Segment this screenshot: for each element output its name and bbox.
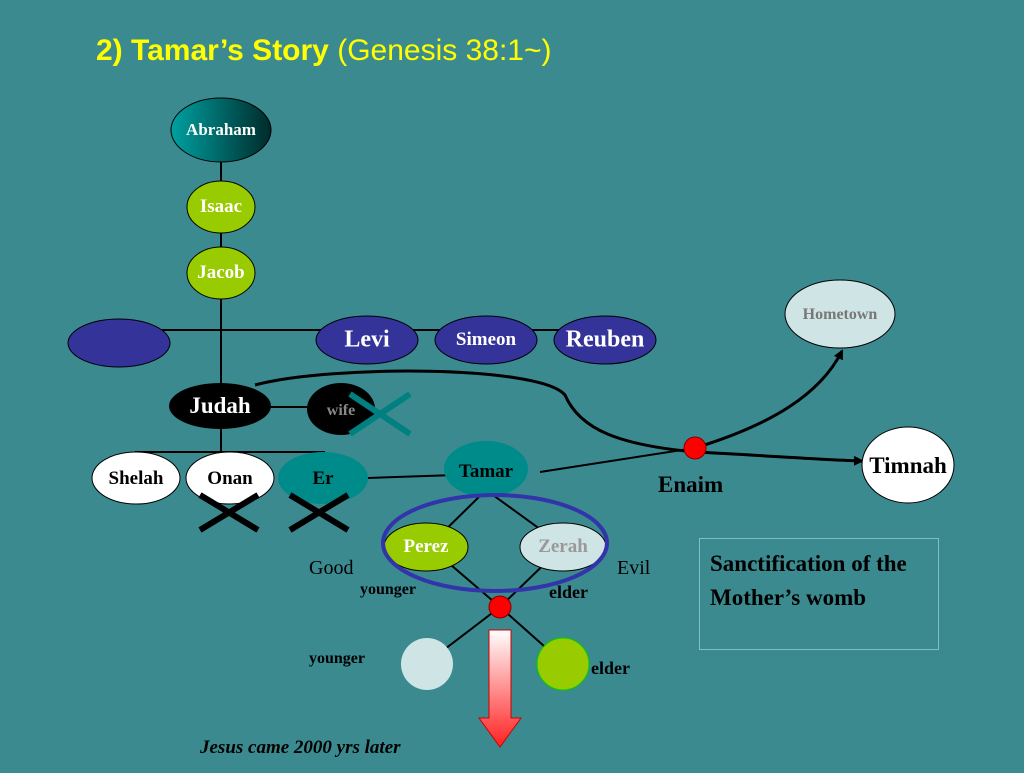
zerah-label: Zerah xyxy=(538,536,588,557)
perez-label: Perez xyxy=(403,536,449,557)
timnah-node xyxy=(861,426,955,504)
onan-node xyxy=(185,451,275,505)
sanctification-note-box: Sanctification of the Mother’s womb xyxy=(699,538,939,650)
onan-label: Onan xyxy=(207,468,253,489)
slide-title: 2) Tamar’s Story (Genesis 38:1~) xyxy=(96,34,552,68)
elder-child-node xyxy=(536,637,590,691)
jesus-caption: Jesus came 2000 yrs later xyxy=(200,737,401,758)
twins-junction-dot xyxy=(488,595,512,619)
onan-cross-icon xyxy=(198,492,260,533)
enaim-dot xyxy=(683,436,707,460)
unnamed-brother-node xyxy=(67,318,171,368)
younger-child-node xyxy=(401,638,453,690)
sanctification-note-text: Sanctification of the Mother’s womb xyxy=(710,551,907,610)
younger-label-top: younger xyxy=(360,581,416,598)
elder-label-top: elder xyxy=(549,582,588,602)
hometown-label: Hometown xyxy=(802,306,878,323)
shelah-node xyxy=(91,451,181,505)
abraham-label: Abraham xyxy=(186,120,256,139)
levi-label: Levi xyxy=(344,326,390,353)
simeon-label: Simeon xyxy=(455,329,517,350)
er-tamar-link xyxy=(367,474,457,479)
tamar-label: Tamar xyxy=(458,461,514,482)
twins-ring xyxy=(381,493,609,593)
good-label: Good xyxy=(309,557,354,579)
jacob-label: Jacob xyxy=(197,262,245,283)
wife-label: wife xyxy=(326,402,356,419)
elder-label-bottom: elder xyxy=(591,658,630,678)
isaac-node xyxy=(186,180,256,234)
enaim-to-hometown-curve xyxy=(694,349,844,450)
shelah-label: Shelah xyxy=(108,468,164,489)
hometown-node xyxy=(784,279,896,349)
tamar-enaim-link xyxy=(539,447,696,473)
er-cross-icon xyxy=(288,492,350,533)
evil-label: Evil xyxy=(617,557,651,579)
tamar-node xyxy=(444,441,528,497)
simeon-node xyxy=(434,315,538,365)
er-node xyxy=(278,452,368,504)
isaac-label: Isaac xyxy=(199,196,243,217)
title-main: 2) Tamar’s Story xyxy=(96,34,329,67)
timnah-label: Timnah xyxy=(869,453,947,478)
judah-node xyxy=(169,383,271,429)
enaim-label: Enaim xyxy=(658,472,724,497)
levi-node xyxy=(315,315,419,365)
judah-to-timnah-curve xyxy=(254,369,864,466)
down-arrow-icon xyxy=(478,629,522,748)
younger-label-bottom: younger xyxy=(309,650,365,667)
title-reference: (Genesis 38:1~) xyxy=(337,34,552,67)
judah-label: Judah xyxy=(189,393,251,418)
reuben-node xyxy=(553,315,657,365)
wife-cross-icon xyxy=(348,391,412,437)
er-label: Er xyxy=(312,468,334,489)
jacob-node xyxy=(186,246,256,300)
reuben-label: Reuben xyxy=(565,326,645,353)
abraham-node xyxy=(170,97,272,163)
